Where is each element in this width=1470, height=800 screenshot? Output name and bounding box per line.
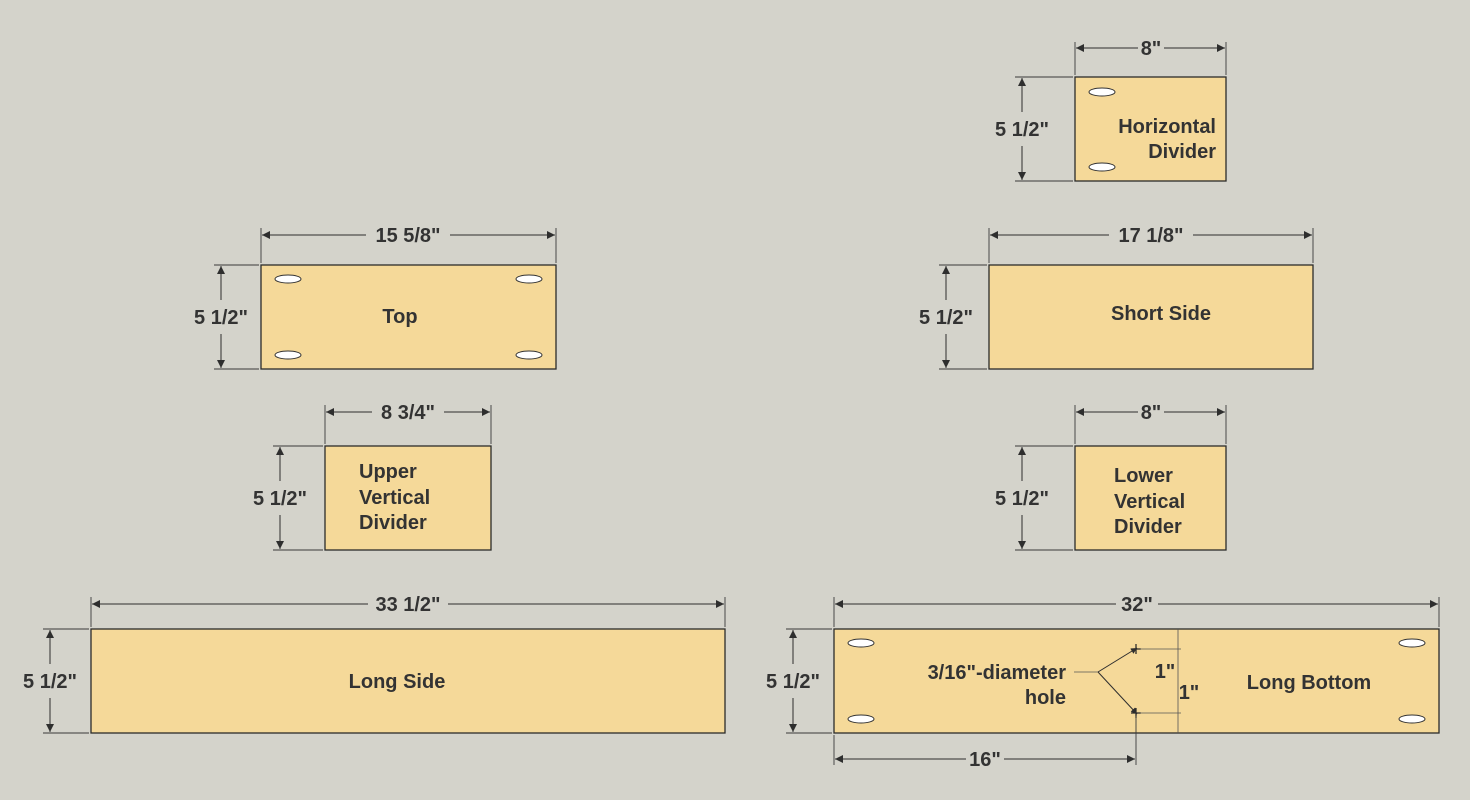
lower-vertical-divider-label-line2: Vertical	[1114, 491, 1185, 513]
upper-vertical-divider-label-line2: Vertical	[359, 487, 430, 509]
upper-vertical-divider-board	[324, 445, 492, 551]
upper-vertical-divider-width: 8 3/4"	[381, 402, 435, 424]
top-board	[260, 264, 557, 370]
pocket-hole	[1088, 162, 1116, 172]
short-side-label: Short Side	[1111, 303, 1211, 325]
long-bottom-label: Long Bottom	[1247, 672, 1371, 694]
long-side-board	[90, 628, 726, 734]
pocket-hole	[515, 350, 543, 360]
long-side-width: 33 1/2"	[375, 594, 440, 616]
part-top: 15 5/8" 5 1/2" Top	[194, 225, 557, 370]
lower-vertical-divider-label-line3: Divider	[1114, 516, 1182, 538]
part-short-side: 17 1/8" 5 1/2" Short Side	[919, 225, 1314, 370]
top-label: Top	[382, 306, 417, 328]
part-lower-vertical-divider: 8" 5 1/2" Lower Vertical Divider	[995, 402, 1227, 551]
hole-top-offset: 1"	[1155, 661, 1176, 683]
top-height: 5 1/2"	[194, 307, 248, 329]
long-bottom-height: 5 1/2"	[766, 671, 820, 693]
pocket-hole	[274, 274, 302, 284]
pocket-hole	[847, 638, 875, 648]
upper-vertical-divider-label-line1: Upper	[359, 461, 417, 483]
long-side-label: Long Side	[349, 671, 446, 693]
pocket-hole	[274, 350, 302, 360]
pocket-hole	[847, 714, 875, 724]
horizontal-divider-label-line1: Horizontal	[1118, 116, 1216, 138]
pocket-hole	[1398, 714, 1426, 724]
part-horizontal-divider: 8" 5 1/2" Horizontal Divider	[995, 38, 1227, 182]
upper-vertical-divider-height: 5 1/2"	[253, 488, 307, 510]
pocket-hole	[1088, 87, 1116, 97]
pocket-hole	[515, 274, 543, 284]
upper-vertical-divider-label-line3: Divider	[359, 512, 427, 534]
part-long-side: 33 1/2" 5 1/2" Long Side	[23, 594, 726, 734]
hole-position-dimension: 16"	[969, 749, 1001, 771]
hole-callout-line2: hole	[1025, 687, 1066, 709]
part-upper-vertical-divider: 8 3/4" 5 1/2" Upper Vertical Divider	[253, 402, 492, 551]
horizontal-divider-label-line2: Divider	[1148, 141, 1216, 163]
lower-vertical-divider-width: 8"	[1141, 402, 1162, 424]
horizontal-divider-width: 8"	[1141, 38, 1162, 60]
short-side-width: 17 1/8"	[1118, 225, 1183, 247]
hole-callout-line1: 3/16"-diameter	[928, 662, 1067, 684]
long-side-height: 5 1/2"	[23, 671, 77, 693]
lower-vertical-divider-board	[1074, 445, 1227, 551]
pocket-hole	[1398, 638, 1426, 648]
horizontal-divider-height: 5 1/2"	[995, 119, 1049, 141]
part-long-bottom: 32" 5 1/2" 3/16"-diameter hole 1" 1" 16"…	[766, 594, 1440, 771]
long-bottom-width: 32"	[1121, 594, 1153, 616]
short-side-height: 5 1/2"	[919, 307, 973, 329]
top-width: 15 5/8"	[375, 225, 440, 247]
short-side-board	[988, 264, 1314, 370]
lower-vertical-divider-label-line1: Lower	[1114, 465, 1173, 487]
hole-bottom-offset: 1"	[1179, 682, 1200, 704]
lower-vertical-divider-height: 5 1/2"	[995, 488, 1049, 510]
